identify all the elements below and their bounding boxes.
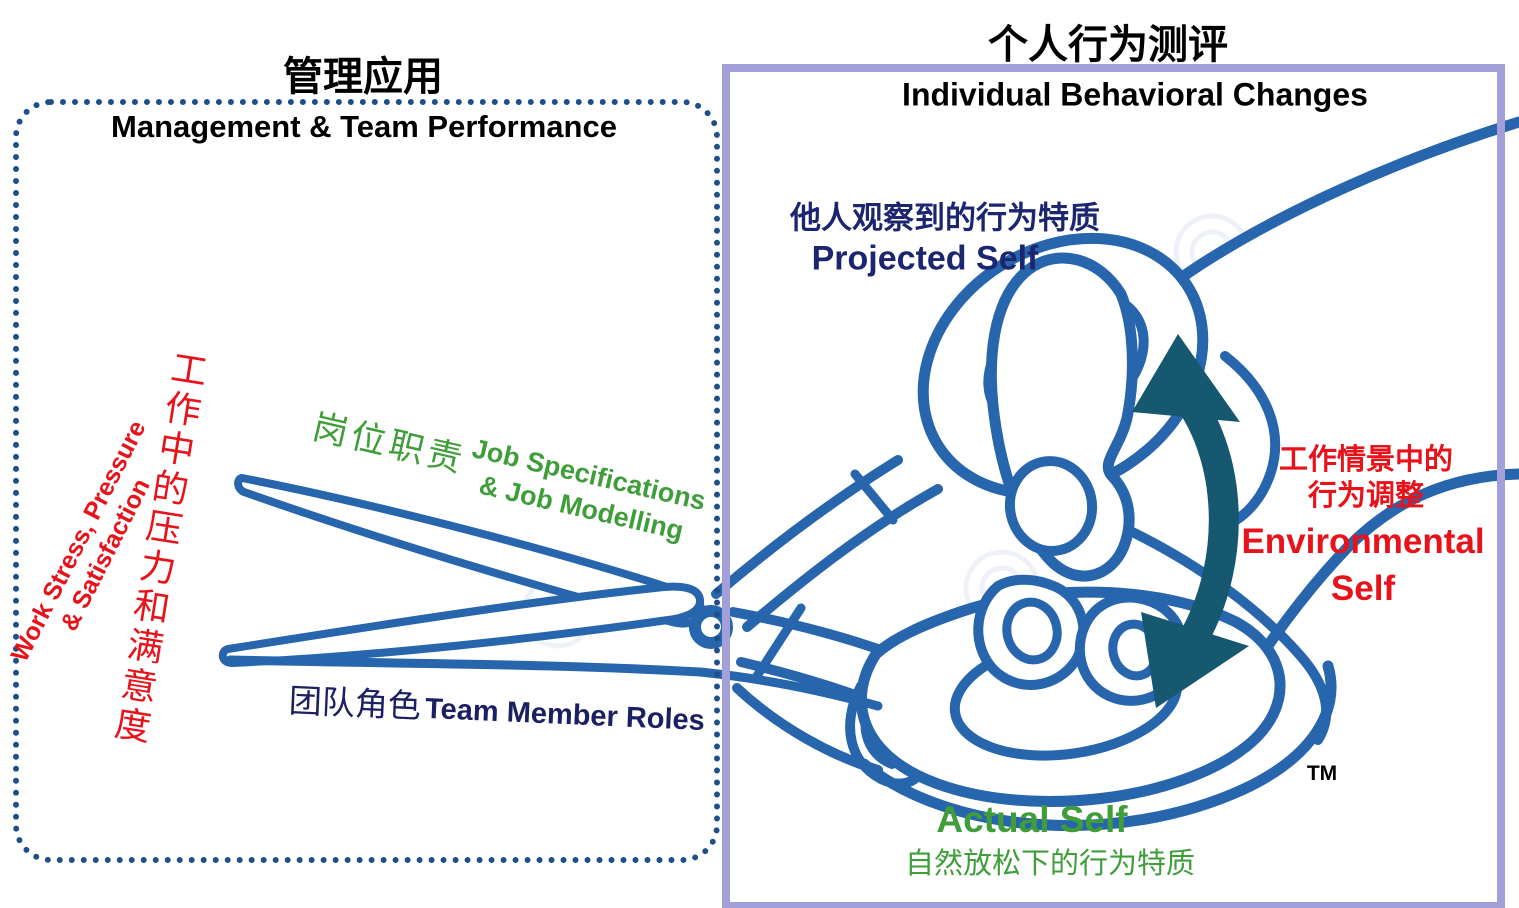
projected-self-label-en: Projected Self bbox=[811, 239, 1039, 278]
environmental-zh-line1: 工作情景中的 bbox=[1278, 443, 1454, 476]
assessment-title-zh: 个人行为测评 bbox=[988, 23, 1228, 67]
management-title-zh: 管理应用 bbox=[283, 55, 443, 99]
environmental-en-line2: Self bbox=[1330, 569, 1396, 608]
environmental-self-label-en: Environmental Self bbox=[1241, 519, 1484, 613]
upper-handle-shaft bbox=[711, 455, 943, 632]
team-roles-zh: 团队角色 bbox=[288, 681, 422, 725]
thumb bbox=[985, 252, 1138, 582]
projected-self-label-zh: 他人观察到的行为特质 bbox=[790, 200, 1100, 236]
environmental-zh-line2: 行为调整 bbox=[1307, 480, 1425, 512]
environmental-self-label-zh: 工作情景中的 行为调整 bbox=[1279, 442, 1453, 515]
environmental-en-line1: Environmental bbox=[1241, 522, 1485, 562]
actual-self-label-zh: 自然放松下的行为特质 bbox=[904, 848, 1196, 880]
forearm bbox=[1119, 116, 1519, 745]
assessment-title-en: Individual Behavioral Changes bbox=[902, 76, 1368, 113]
scissors-pivot bbox=[689, 605, 733, 649]
scissors-blades bbox=[218, 474, 883, 711]
curved-double-arrow-icon bbox=[1132, 334, 1249, 708]
trademark-symbol: TM bbox=[1306, 762, 1338, 785]
management-title-en: Management & Team Performance bbox=[111, 109, 617, 144]
actual-self-label-en: Actual Self bbox=[936, 799, 1128, 840]
